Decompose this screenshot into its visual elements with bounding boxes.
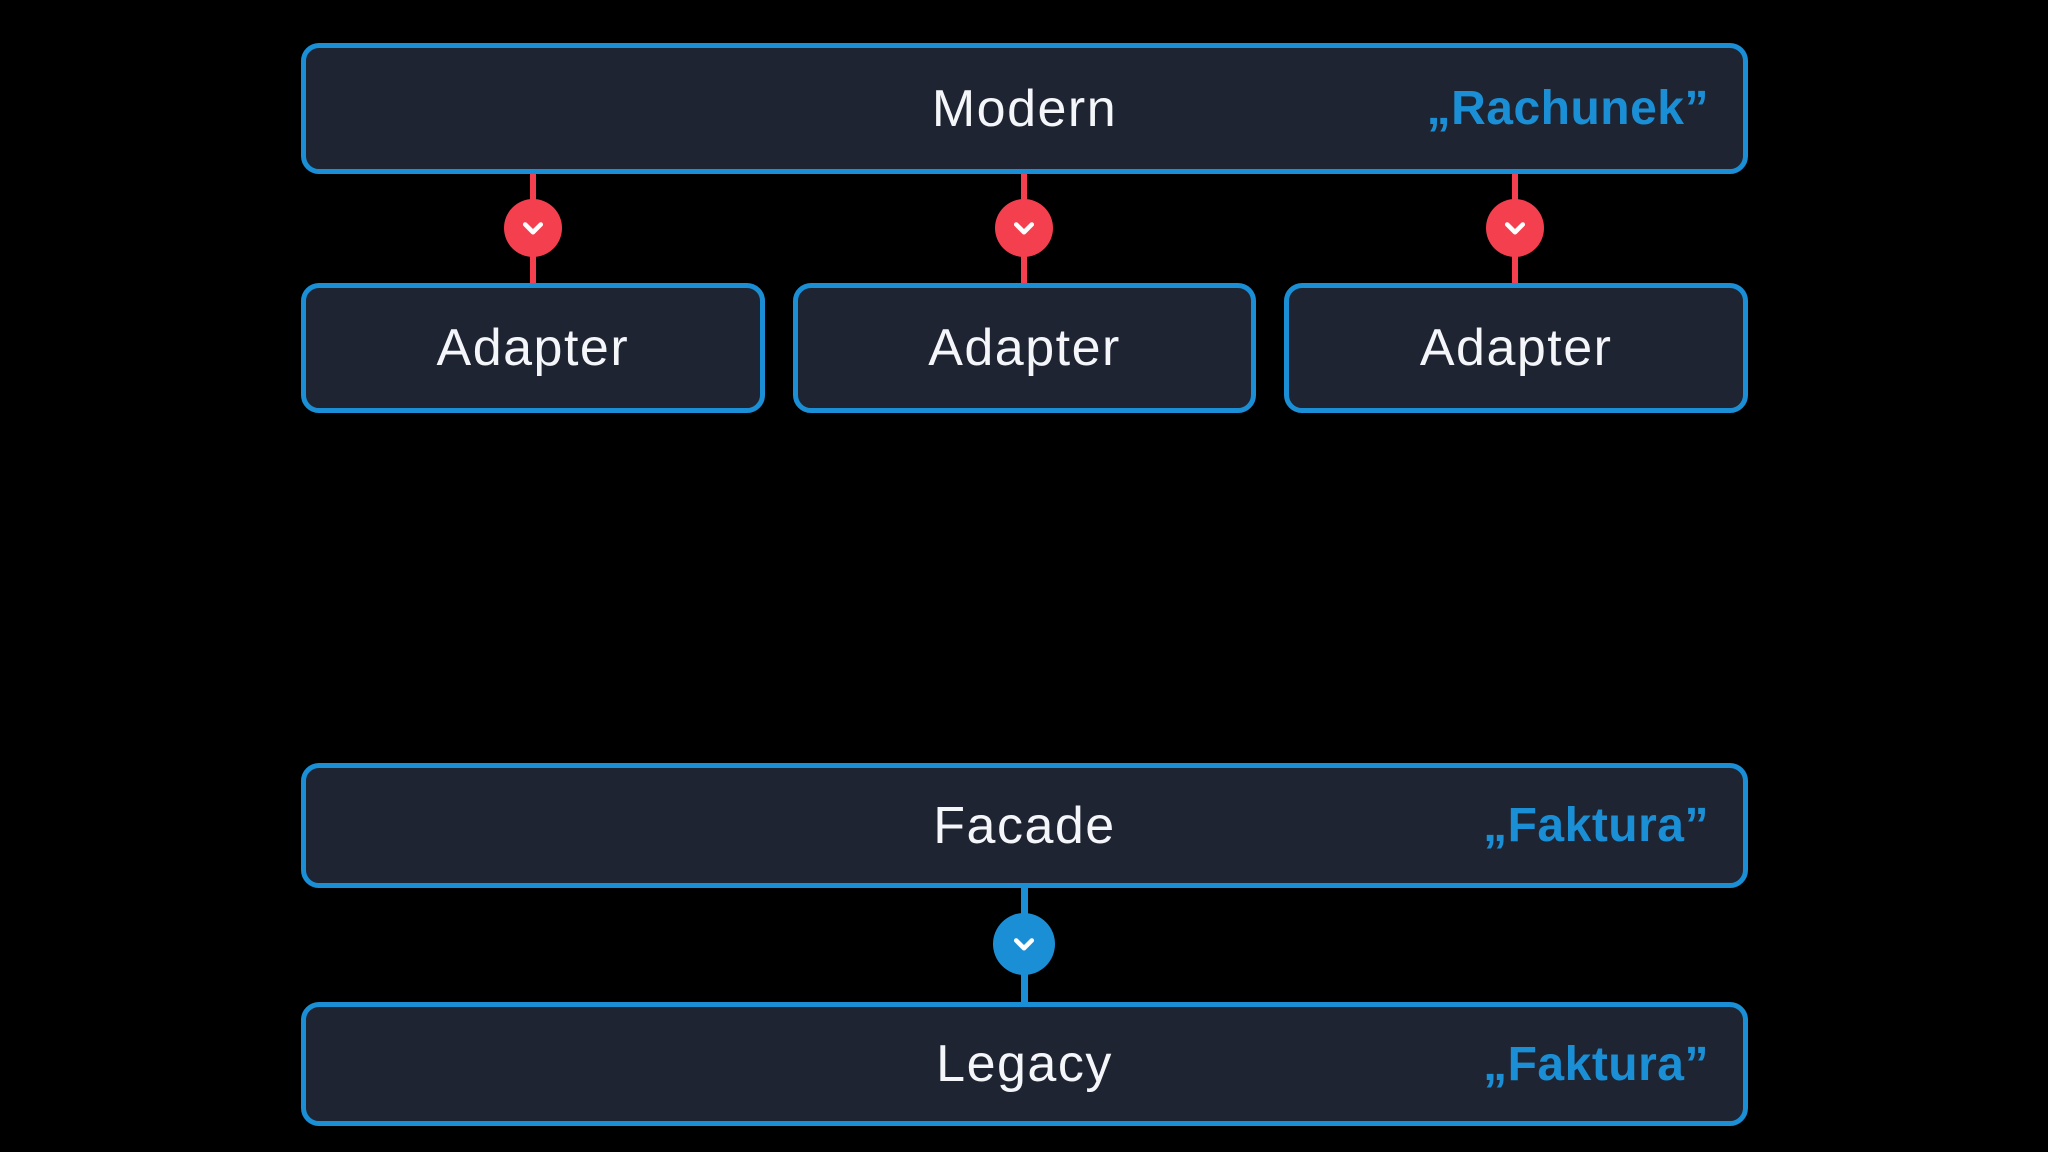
chevron-down-icon	[1504, 222, 1526, 235]
chevron-down-icon	[1013, 938, 1035, 951]
facade-box-tag: „Faktura”	[1483, 799, 1709, 852]
legacy-box: Legacy „Faktura”	[301, 1002, 1748, 1126]
adapter-box-1: Adapter	[301, 283, 765, 413]
connector-bubble-2	[995, 199, 1053, 257]
modern-box-title: Modern	[931, 79, 1118, 138]
connector-bubble-1	[504, 199, 562, 257]
adapter-box-2-title: Adapter	[928, 319, 1121, 377]
chevron-down-icon	[1013, 222, 1035, 235]
adapter-box-3: Adapter	[1284, 283, 1749, 413]
legacy-box-tag: „Faktura”	[1483, 1037, 1709, 1091]
modern-box-tag: „Rachunek”	[1426, 82, 1709, 135]
adapter-box-2: Adapter	[792, 283, 1257, 413]
connector-bubble-facade-legacy	[993, 913, 1055, 975]
adapter-box-1-title: Adapter	[436, 319, 630, 377]
adapter-box-3-title: Adapter	[1419, 319, 1613, 377]
facade-box: Facade „Faktura”	[301, 763, 1748, 888]
modern-box: Modern „Rachunek”	[301, 43, 1748, 174]
legacy-box-title: Legacy	[936, 1035, 1113, 1093]
facade-box-title: Facade	[933, 796, 1116, 855]
chevron-down-icon	[522, 222, 544, 235]
adapter-row: Adapter Adapter Adapter	[301, 283, 1749, 413]
connector-bubble-3	[1486, 199, 1544, 257]
